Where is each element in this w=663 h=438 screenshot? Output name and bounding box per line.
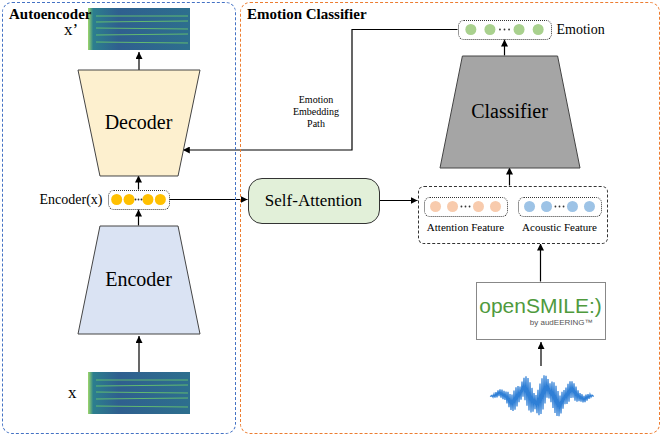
feature-label: Attention Feature: [427, 221, 504, 233]
feature-dot: [111, 194, 122, 205]
feature-dot: [513, 24, 524, 35]
ellipsis-dot: [134, 198, 136, 200]
ellipsis-dot: [464, 205, 466, 207]
trapezoid-outline: [78, 226, 200, 334]
flow-arrow: [380, 200, 418, 201]
vector-label: Emotion: [557, 22, 605, 38]
flow-arrow: [504, 40, 505, 56]
circle-row: [109, 191, 168, 208]
feature-dot: [484, 24, 495, 35]
signal-label: x: [68, 383, 77, 403]
circle-row: [519, 198, 600, 215]
spectrogram-output: [88, 8, 190, 50]
feature-dot: [142, 194, 153, 205]
trapezoid-outline: [440, 56, 580, 168]
input-arrow: [138, 336, 139, 372]
module-frame: AutoencoderDecoderEncoder(x) Encoder: [2, 2, 236, 434]
vector-label: Encoder(x): [40, 192, 103, 208]
block-label: Classifier: [471, 100, 548, 123]
flow-arrow: [540, 244, 541, 282]
classifier-block: Classifier: [440, 56, 580, 168]
module-frame: Emotion ClassifierEmotionClassifierSelf-…: [240, 2, 660, 434]
encoder-block: Encoder: [78, 226, 200, 334]
opensmile-logo: openSMILE:)by audEERING™: [476, 282, 606, 340]
feature-dot: [541, 201, 552, 212]
flow-arrow: [138, 176, 139, 190]
decoder-block: Decoder: [78, 70, 200, 176]
ellipsis-dot: [460, 205, 462, 207]
audio-waveform: [490, 375, 594, 416]
frame-title: Emotion Classifier: [247, 6, 367, 23]
feature-dot: [532, 24, 543, 35]
feature-dot: [447, 201, 458, 212]
feature-dot: [465, 24, 476, 35]
feature-group: Acoustic Feature: [518, 197, 602, 233]
ellipsis-dot: [499, 28, 501, 30]
feature-dot: [123, 194, 134, 205]
feature-dot: [566, 201, 577, 212]
ellipsis-dot: [554, 205, 556, 207]
feature-dot: [489, 201, 500, 212]
logo-tagline: by audEERING™: [530, 318, 593, 327]
trapezoid-outline: [78, 70, 200, 176]
flow-arrow: [183, 30, 458, 151]
feature-dot: [583, 201, 594, 212]
spectrogram-input: [88, 372, 190, 414]
ellipsis-dot: [562, 205, 564, 207]
ellipsis-dot: [558, 205, 560, 207]
feature-concat: Attention Feature Acoustic Feature: [418, 186, 608, 244]
feature-label: Acoustic Feature: [522, 221, 597, 233]
audio-arrow: [540, 342, 541, 366]
attention-box: Self-Attention: [248, 178, 380, 224]
feature-dot: [154, 194, 165, 205]
edge-label: Emotion Embedding Path: [286, 94, 346, 130]
frame-title: Autoencoder: [9, 6, 92, 23]
flow-arrow: [509, 168, 510, 186]
signal-label: x’: [64, 20, 78, 40]
logo-text: openSMILE:): [479, 294, 602, 317]
circle-row: [425, 198, 506, 215]
feature-vector: [518, 197, 602, 217]
feature-vector: [424, 197, 508, 217]
block-label: Encoder: [105, 268, 172, 291]
ellipsis-dot: [503, 28, 505, 30]
flow-arrow: [138, 210, 139, 226]
block-label: Decoder: [105, 111, 173, 134]
latent-vector: Encoder(x): [108, 190, 170, 210]
block-label: Self-Attention: [265, 191, 362, 211]
circle-row: [459, 21, 550, 38]
output-arrow: [138, 52, 139, 70]
ellipsis-dot: [468, 205, 470, 207]
feature-dot: [472, 201, 483, 212]
feature-group: Attention Feature: [424, 197, 508, 233]
ellipsis-dot: [508, 28, 510, 30]
emotion-vector: Emotion: [458, 20, 552, 40]
feature-dot: [430, 201, 441, 212]
ellipsis-dot: [140, 198, 142, 200]
ellipsis-dot: [137, 198, 139, 200]
feature-dot: [524, 201, 535, 212]
